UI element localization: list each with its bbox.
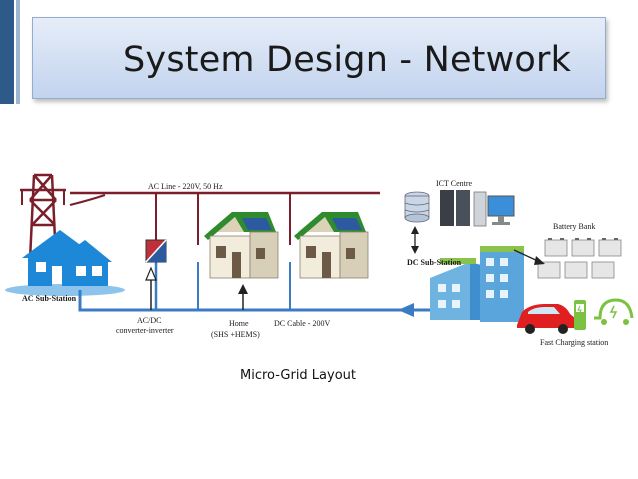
- dc-substation-building-icon: [430, 246, 524, 322]
- ac-line-label: AC Line - 220V, 50 Hz: [148, 182, 223, 191]
- home-label-line1: Home: [229, 319, 249, 328]
- converter-label-line1: AC/DC: [137, 316, 161, 325]
- figure-caption: Micro-Grid Layout: [240, 368, 357, 383]
- ac-line: [69, 191, 380, 245]
- ict-centre-label: ICT Centre: [436, 179, 473, 188]
- dc-substation-label: DC Sub-Station: [407, 258, 462, 267]
- ac-substation-house-icon: [5, 230, 125, 296]
- ac-substation-label: AC Sub-Station: [22, 294, 77, 303]
- title-banner: System Design - Network: [32, 17, 606, 99]
- home-1-icon: [204, 212, 279, 279]
- dc-cable-label: DC Cable - 200V: [274, 319, 330, 328]
- transmission-tower-icon: [20, 173, 66, 261]
- slide-title: System Design - Network: [123, 40, 572, 80]
- charging-post-icon: [574, 300, 586, 330]
- electric-car-icon: [517, 304, 575, 334]
- accent-bar: [0, 0, 14, 104]
- accent-bar-thin: [16, 0, 20, 104]
- converter-icon: [145, 239, 167, 263]
- converter-arrow: [145, 266, 157, 310]
- ict-centre-icon: [404, 190, 515, 227]
- battery-arrow: [513, 249, 545, 265]
- battery-bank-label: Battery Bank: [553, 222, 595, 231]
- fast-charging-label: Fast Charging station: [540, 338, 608, 347]
- ict-arrow: [411, 226, 419, 254]
- home-2-icon: [294, 212, 369, 279]
- home-label-line2: (SHS +HEMS): [211, 330, 260, 339]
- home-arrow: [238, 284, 248, 310]
- converter-label-line2: converter-inverter: [116, 326, 174, 335]
- ev-charge-symbol-icon: [594, 298, 634, 325]
- battery-bank-icon: [537, 238, 622, 279]
